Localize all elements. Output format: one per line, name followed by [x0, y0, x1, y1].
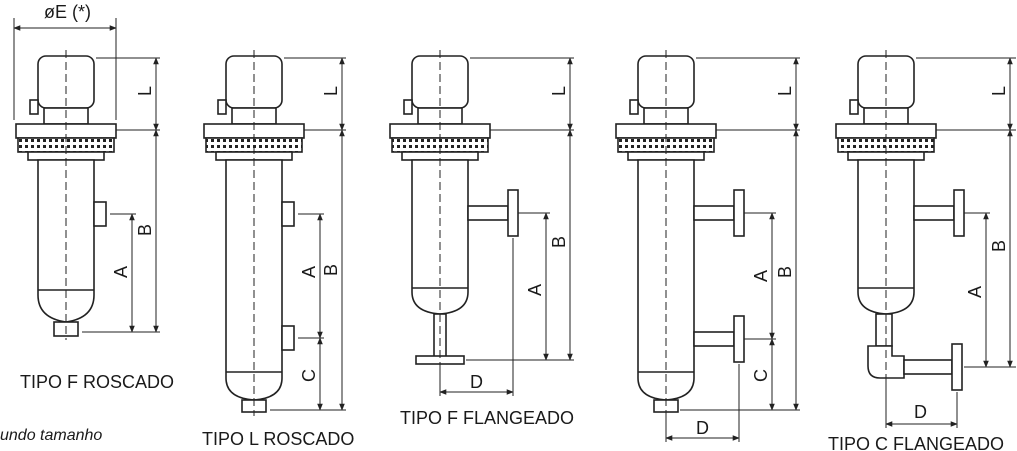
- side-flange-top: [733, 189, 745, 237]
- side-pipe: [913, 205, 955, 221]
- title-tipo-f-roscado: TIPO F ROSCADO: [20, 372, 174, 392]
- dim-d: D: [696, 418, 709, 438]
- side-pipe-bottom: [693, 331, 735, 347]
- side-pipe-top: [693, 205, 735, 221]
- dims-filter2: [270, 57, 346, 411]
- filter-tipo-l-roscado: [203, 50, 305, 416]
- dim-a: A: [111, 266, 131, 278]
- diameter-label: øE (*): [44, 2, 91, 22]
- junction-box: [403, 99, 413, 115]
- side-outlet-bottom: [281, 325, 295, 351]
- bottom-side-flange: [951, 343, 963, 391]
- side-outlet-top: [281, 201, 295, 227]
- filter-tipo-f-roscado: [15, 50, 117, 340]
- dim-l: L: [549, 86, 569, 96]
- filter-tipo-f-flangeado: [389, 50, 519, 366]
- dim-l: L: [989, 86, 1009, 96]
- dim-a: A: [525, 284, 545, 296]
- filter-tipo-c-flangeado: [835, 50, 965, 396]
- side-flange-bottom: [733, 315, 745, 363]
- dims-filter5: [885, 57, 1016, 428]
- side-flange: [507, 189, 519, 237]
- dim-c: C: [299, 369, 319, 382]
- dim-l: L: [135, 86, 155, 96]
- diameter-dimension: [13, 18, 117, 120]
- dims-filter1: [82, 57, 160, 333]
- junction-box: [29, 99, 39, 115]
- filter-tipo-l-flangeado: [615, 50, 745, 416]
- dims-filter3: [439, 57, 574, 396]
- dims-filter4: [665, 57, 800, 442]
- dim-a: A: [965, 286, 985, 298]
- title-tipo-f-flangeado: TIPO F FLANGEADO: [400, 408, 574, 428]
- title-tipo-c-flangeado: TIPO C FLANGEADO: [828, 434, 1004, 451]
- side-pipe: [467, 205, 509, 221]
- dim-b: B: [135, 224, 155, 236]
- dim-l: L: [775, 86, 795, 96]
- dim-b: B: [775, 266, 795, 278]
- dim-c: C: [751, 369, 771, 382]
- footnote: undo tamanho: [0, 427, 102, 444]
- junction-box: [217, 99, 227, 115]
- dim-b: B: [549, 236, 569, 248]
- junction-box: [849, 99, 859, 115]
- down-pipe: [875, 313, 893, 347]
- dim-b: B: [321, 264, 341, 276]
- dim-a: A: [299, 266, 319, 278]
- side-flange: [953, 189, 965, 237]
- dim-d: D: [914, 402, 927, 422]
- bottom-side-pipe: [903, 359, 953, 375]
- dim-l: L: [321, 86, 341, 96]
- side-outlet: [93, 201, 107, 227]
- title-tipo-l-roscado: TIPO L ROSCADO: [202, 429, 354, 449]
- dim-d: D: [470, 372, 483, 392]
- dim-b: B: [989, 240, 1009, 252]
- junction-box: [629, 99, 639, 115]
- dim-a: A: [751, 270, 771, 282]
